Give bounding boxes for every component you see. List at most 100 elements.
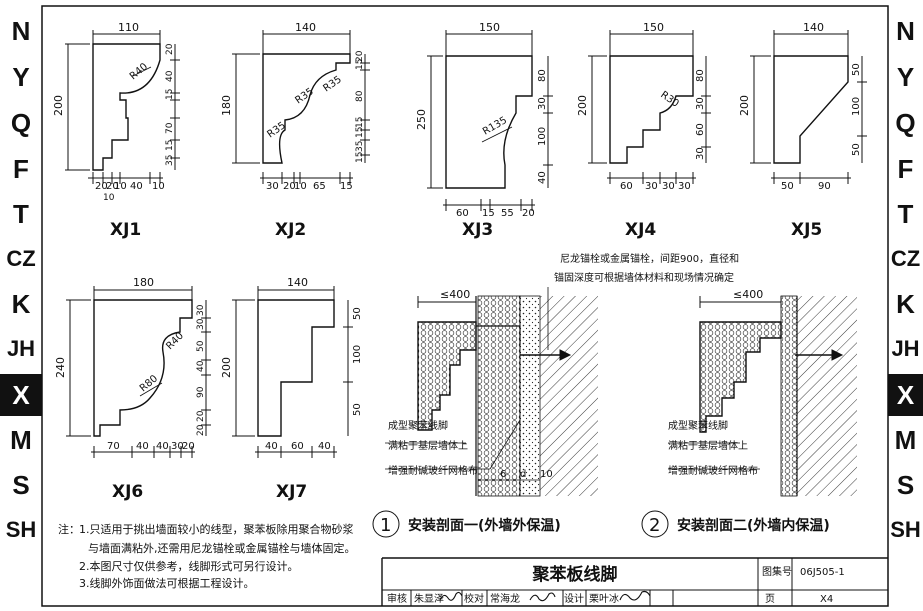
xj2-right-dim-5: 15 bbox=[355, 127, 365, 138]
tab-y[interactable]: Y bbox=[12, 61, 30, 92]
xj1-bottom-dim-4: 40 bbox=[130, 181, 143, 192]
atlas-label: 图集号 bbox=[762, 565, 792, 578]
tab-cz[interactable]: CZ bbox=[6, 246, 36, 271]
xj2-bottom-dim-1: 30 bbox=[266, 181, 279, 192]
xj1-bottom-extra: 10 bbox=[103, 193, 115, 203]
xj1-bottom-dim-5: 10 bbox=[152, 181, 165, 192]
xj4-bottom-dim-4: 30 bbox=[678, 181, 691, 192]
section-1-drawing bbox=[385, 287, 598, 497]
xj4-bottom-dim-2: 30 bbox=[645, 181, 658, 192]
xj2-bottom-dim-3: 10 bbox=[294, 181, 307, 192]
tab-sh[interactable]: SH bbox=[5, 517, 37, 542]
page-label: 页 bbox=[765, 593, 775, 605]
xj7-right-dim-2: 100 bbox=[352, 345, 363, 364]
reviewer-signature bbox=[439, 591, 463, 601]
tab-f[interactable]: F bbox=[13, 153, 29, 184]
xj6-bottom-dim-4: 30 bbox=[171, 441, 184, 452]
tab-t[interactable]: T bbox=[13, 198, 29, 229]
xj7-right-dim-3: 50 bbox=[352, 403, 363, 416]
xj3-left-dim: 250 bbox=[415, 109, 428, 130]
notes-prefix: 注： bbox=[58, 522, 80, 536]
profile-xj1 bbox=[65, 30, 180, 184]
xj2-right-dim-3: 80 bbox=[355, 90, 365, 102]
tab-cz-right[interactable]: CZ bbox=[890, 246, 921, 271]
drawing-title: 聚苯板线脚 bbox=[532, 564, 618, 585]
tab-jh-right[interactable]: JH bbox=[891, 336, 920, 361]
tab-q-right[interactable]: Q bbox=[895, 107, 916, 138]
xj6-bottom-dim-3: 40 bbox=[156, 441, 169, 452]
tab-q[interactable]: Q bbox=[10, 107, 32, 138]
section-1-circle bbox=[372, 510, 400, 538]
xj2-left-dim: 180 bbox=[220, 95, 233, 116]
xj3-bottom-dim-1: 60 bbox=[456, 208, 469, 219]
tab-k-right[interactable]: K bbox=[896, 288, 915, 319]
check-label: 校对 bbox=[464, 592, 484, 605]
xj1-bottom-dim-2: 20 bbox=[106, 181, 119, 192]
xj1-bottom-dim-1: 20 bbox=[95, 181, 108, 192]
checker-name: 常海龙 bbox=[490, 592, 520, 605]
xj4-right-dim-1: 80 bbox=[695, 69, 706, 82]
review-label: 审核 bbox=[387, 592, 407, 605]
tab-s-right[interactable]: S bbox=[896, 469, 915, 500]
xj3-right-dim-2: 30 bbox=[537, 97, 548, 110]
xj6-label: XJ6 bbox=[112, 482, 143, 502]
tab-y-right[interactable]: Y bbox=[896, 61, 915, 92]
tab-f-right[interactable]: F bbox=[897, 153, 914, 184]
section-2-dim-400: ≤400 bbox=[733, 288, 763, 301]
note-line-3: 3.线脚外饰面做法可根据工程设计。 bbox=[79, 576, 255, 590]
xj3-right-dim-3: 100 bbox=[537, 127, 548, 146]
xj6-bottom-dim-1: 70 bbox=[107, 441, 120, 452]
xj6-right-dim-4: 40 bbox=[196, 360, 206, 372]
tab-m-right[interactable]: M bbox=[894, 424, 917, 455]
xj6-top-dim: 180 bbox=[133, 276, 154, 289]
xj1-right-dim-5: 15 bbox=[165, 140, 175, 151]
tab-x[interactable]: X bbox=[0, 374, 42, 416]
tab-sh-right[interactable]: SH bbox=[890, 517, 921, 542]
section-2-number: 2 bbox=[649, 515, 660, 536]
xj7-bottom-dim-3: 40 bbox=[318, 441, 331, 452]
tab-jh[interactable]: JH bbox=[6, 336, 36, 361]
section-2-label-bond: 满粘于基层墙体上 bbox=[668, 439, 748, 452]
xj1-label: XJ1 bbox=[110, 220, 141, 240]
xj2-right-dim-4: 15 bbox=[355, 117, 365, 128]
xj3-label: XJ3 bbox=[462, 220, 493, 240]
tab-s[interactable]: S bbox=[12, 469, 30, 500]
designer-signature bbox=[619, 590, 651, 601]
xj3-right-dim-4: 40 bbox=[537, 171, 548, 184]
profile-xj6 bbox=[66, 286, 211, 458]
profile-xj5 bbox=[750, 30, 867, 184]
xj4-right-dim-2: 30 bbox=[695, 97, 706, 110]
xj7-right-dim-1: 50 bbox=[352, 307, 363, 320]
xj5-bottom-dim-1: 50 bbox=[781, 181, 794, 192]
xj5-top-dim: 140 bbox=[803, 21, 824, 34]
section-1-dim-10: 10 bbox=[540, 469, 553, 480]
xj2-top-dim: 140 bbox=[295, 21, 316, 34]
section-1-dim-400: ≤400 bbox=[440, 288, 470, 301]
tab-k[interactable]: K bbox=[11, 288, 31, 319]
tab-x-right[interactable]: X bbox=[888, 374, 923, 416]
checker-signature bbox=[529, 592, 556, 602]
atlas-number: 06J505-1 bbox=[800, 567, 845, 578]
note-line-1: 1.只适用于挑出墙面较小的线型，聚苯板除用聚合物砂浆 bbox=[79, 522, 354, 536]
tab-n[interactable]: N bbox=[11, 15, 31, 46]
xj1-right-dim-3: 15 bbox=[165, 89, 175, 100]
xj1-right-dim-6: 35 bbox=[165, 155, 175, 166]
xj4-top-dim: 150 bbox=[643, 21, 664, 34]
section-1-title: 安装剖面一(外墙外保温) bbox=[408, 517, 561, 534]
design-label: 设计 bbox=[564, 592, 584, 605]
note-line-1b: 与墙面满粘外,还需用尼龙锚栓或金属锚栓与墙体固定。 bbox=[88, 541, 356, 555]
tab-n-right[interactable]: N bbox=[896, 15, 915, 46]
xj5-right-dim-2: 100 bbox=[851, 97, 862, 116]
xj5-label: XJ5 bbox=[791, 220, 822, 240]
xj7-top-dim: 140 bbox=[287, 276, 308, 289]
signatures bbox=[439, 590, 651, 602]
tab-m[interactable]: M bbox=[10, 424, 32, 455]
xj3-bottom-dim-2: 15 bbox=[482, 208, 495, 219]
tab-t-right[interactable]: T bbox=[897, 198, 914, 229]
section-1-label-mesh: 增强耐碱玻纤网格布 bbox=[388, 464, 478, 477]
xj6-right-dim-7: 20 bbox=[196, 424, 206, 436]
section-1-label-foam: 成型聚苯线脚 bbox=[388, 419, 448, 432]
xj2-label: XJ2 bbox=[275, 220, 306, 240]
profile-xj2 bbox=[232, 30, 370, 184]
